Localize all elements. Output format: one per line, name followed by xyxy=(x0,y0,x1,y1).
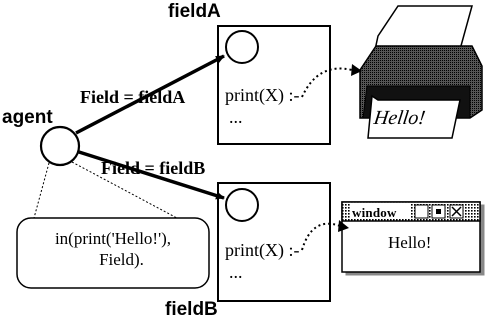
edge-label-field-a: Field = fieldA xyxy=(80,87,186,107)
field-a-box xyxy=(217,25,331,145)
speech-bubble xyxy=(16,217,210,289)
field-b-box xyxy=(217,182,331,302)
flow-field-a-to-printer xyxy=(301,67,353,98)
edge-label-field-b: Field = fieldB xyxy=(101,158,206,178)
field-a-ellipsis: ... xyxy=(229,107,243,127)
field-a-code: print(X) :- xyxy=(225,85,300,105)
flow-field-b-to-window xyxy=(301,222,341,251)
agent-label: agent xyxy=(2,107,53,128)
field-b-port-circle xyxy=(225,188,259,222)
printer-paper xyxy=(367,94,461,139)
window-title-bg xyxy=(350,204,410,219)
field-b-label: fieldB xyxy=(165,299,218,320)
field-a-label: fieldA xyxy=(168,1,221,22)
output-window xyxy=(341,201,485,276)
agent-circle xyxy=(39,125,81,167)
arrow-to-field-a xyxy=(75,54,225,135)
printer-paper-text: Hello! xyxy=(372,107,427,129)
window-minimize-icon xyxy=(414,204,429,219)
bubble-text: in(print('Hello!'), Field). xyxy=(54,229,172,270)
window-title: window xyxy=(352,205,397,220)
arrow-to-field-b xyxy=(78,150,225,200)
field-a-port-circle xyxy=(225,30,259,64)
bubble-pointer-left xyxy=(33,162,50,219)
field-b-ellipsis: ... xyxy=(229,262,243,282)
printer-icon xyxy=(359,5,483,139)
field-b-code: print(X) :- xyxy=(225,240,300,260)
window-body-text: Hello! xyxy=(388,233,432,252)
